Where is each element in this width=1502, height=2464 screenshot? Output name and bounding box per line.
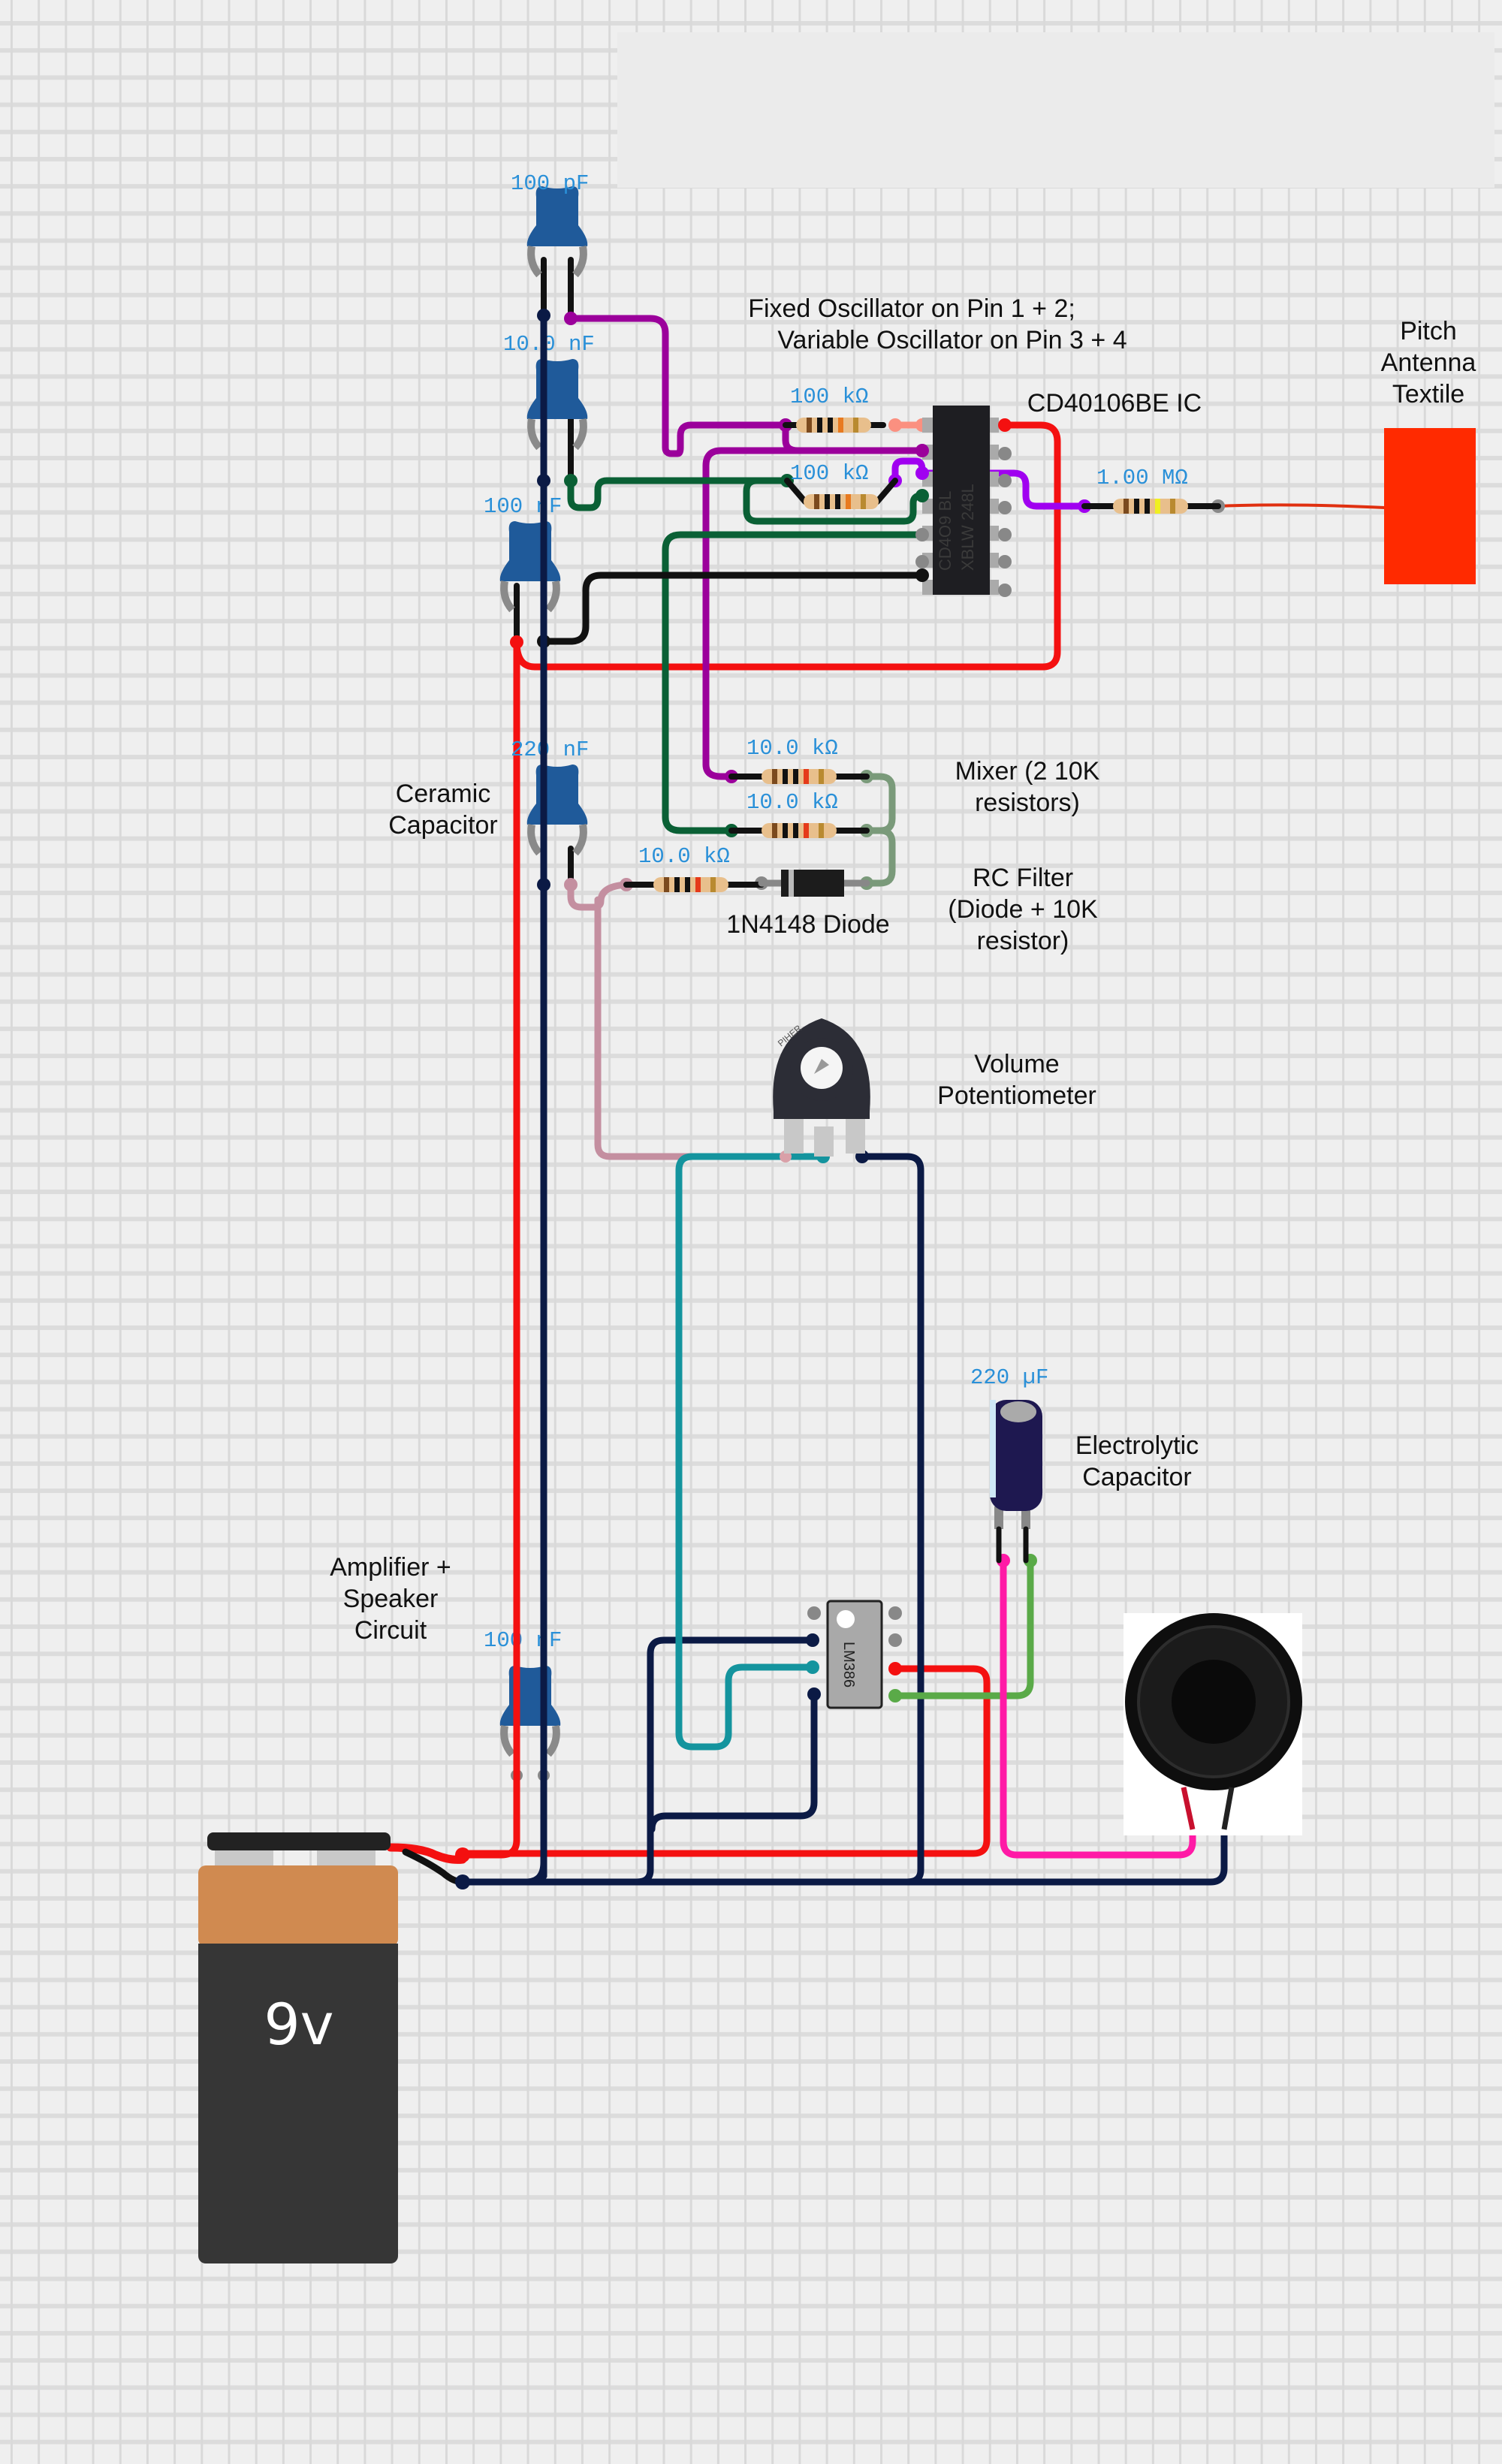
lm386-text: LM386 <box>840 1642 857 1687</box>
antenna-label-line1: Pitch <box>1400 317 1457 345</box>
mixer-label-line2: resistors) <box>975 789 1080 817</box>
elec-label-line2: Capacitor <box>1082 1463 1192 1491</box>
antenna-label-line3: Textile <box>1392 380 1464 409</box>
res-mix1-value: 10.0 kΩ <box>746 736 838 761</box>
mixer-label-line1: Mixer (2 10K <box>955 757 1100 786</box>
blank-panel <box>617 32 1494 188</box>
diode-label: 1N4148 Diode <box>726 910 889 939</box>
black-ic-gnd[interactable] <box>540 572 926 645</box>
green-wire-2[interactable] <box>743 477 924 525</box>
elec-label-line1: Electrolytic <box>1075 1431 1199 1460</box>
cap5-value: 100 nF <box>484 1628 562 1653</box>
ic-cd40106be[interactable]: CD4O9 BL XBLW 248L <box>915 406 1012 597</box>
pitch-antenna-textile[interactable] <box>1384 428 1476 584</box>
cap3-value: 100 nF <box>484 494 562 519</box>
ic-chip-text-1: CD4O9 BL <box>936 491 955 571</box>
res-filter-value: 10.0 kΩ <box>638 844 730 869</box>
pink-wire[interactable] <box>1000 1557 1196 1859</box>
green-wire-1[interactable] <box>567 477 791 511</box>
purple-wire-3[interactable] <box>702 447 926 780</box>
amp-label-line2: Speaker <box>343 1585 439 1613</box>
res-antenna-value: 1.00 MΩ <box>1096 466 1188 490</box>
elec-cap-value: 220 µF <box>970 1365 1048 1390</box>
battery-red-lead[interactable] <box>386 1843 467 1864</box>
battery-label: 9v <box>264 1991 333 2058</box>
green-wire-3[interactable] <box>662 531 926 834</box>
resistor-mix-1[interactable]: 10.0 kΩ <box>728 736 870 784</box>
vcc-ic-wire[interactable] <box>513 421 1061 671</box>
ic-label: CD40106BE IC <box>1027 389 1202 418</box>
cap1-value: 100 pF <box>511 171 589 196</box>
diode-1n4148[interactable] <box>758 870 870 897</box>
teal-wire[interactable] <box>675 1153 827 1751</box>
antenna-label-line2: Antenna <box>1381 348 1476 377</box>
amplifier-lm386[interactable]: LM386 <box>806 1600 902 1709</box>
amp-label-line1: Amplifier + <box>330 1553 451 1582</box>
mixer-join-wire[interactable] <box>863 773 896 887</box>
ceramic-capacitor-3[interactable]: 100 nF <box>484 494 562 610</box>
gnd-bottom-wire[interactable] <box>459 1826 1228 1886</box>
rc-label-line2: (Diode + 10K <box>948 895 1098 924</box>
gnd-lm386-pin2[interactable] <box>633 1636 816 1886</box>
volume-potentiometer[interactable]: PIHER <box>773 1018 870 1157</box>
resistor-mix-2[interactable]: 10.0 kΩ <box>728 790 870 838</box>
gnd-pot-wire[interactable] <box>858 1153 924 1886</box>
ceramic-capacitor-1[interactable]: 100 pF <box>511 171 589 275</box>
oscillator-note-line2: Variable Oscillator on Pin 3 + 4 <box>777 326 1126 354</box>
resistor-antenna-1m[interactable]: 1.00 MΩ <box>1081 466 1221 514</box>
antenna-wire[interactable] <box>1217 503 1386 509</box>
cap4-value: 220 nF <box>511 737 589 762</box>
ceramic-capacitor-2[interactable]: 10.0 nF <box>503 332 595 448</box>
rc-label-line1: RC Filter <box>973 864 1073 892</box>
pot-label-line1: Volume <box>974 1050 1059 1078</box>
lime-wire[interactable] <box>891 1557 1034 1699</box>
oscillator-note-line1: Fixed Oscillator on Pin 1 + 2; <box>748 294 1075 323</box>
resistor-filter[interactable]: 10.0 kΩ <box>623 844 765 892</box>
res-fixed-value: 100 kΩ <box>790 385 868 409</box>
res-variable-value: 100 kΩ <box>790 461 868 486</box>
cap2-value: 10.0 nF <box>503 332 595 357</box>
speaker[interactable] <box>1123 1613 1302 1835</box>
resistor-variable-100k[interactable]: 100 kΩ <box>784 461 898 509</box>
vcc-bottom-wire[interactable] <box>459 1665 991 1857</box>
gnd-lm386-pin4[interactable] <box>648 1690 818 1833</box>
resistor-fixed-100k[interactable]: 100 kΩ <box>783 385 929 433</box>
res-mix2-value: 10.0 kΩ <box>746 790 838 815</box>
ceramic-capacitor-5[interactable]: 100 nF <box>484 1628 562 1754</box>
rc-label-line3: resistor) <box>977 927 1069 955</box>
mauve-wire[interactable] <box>567 881 789 1160</box>
purple-wire-1[interactable] <box>567 315 789 457</box>
ceramic-label-line1: Ceramic <box>396 780 491 808</box>
annotations: Fixed Oscillator on Pin 1 + 2; Variable … <box>330 294 1476 1645</box>
battery-9v[interactable]: 9v <box>198 1832 398 2263</box>
ceramic-label-line2: Capacitor <box>388 811 498 840</box>
ic-chip-text-2: XBLW 248L <box>958 484 977 571</box>
pot-label-line2: Potentiometer <box>937 1081 1096 1110</box>
ceramic-capacitor-4[interactable]: 220 nF <box>511 737 589 853</box>
electrolytic-capacitor[interactable]: 220 µF <box>970 1365 1048 1564</box>
amp-label-line3: Circuit <box>354 1616 427 1645</box>
